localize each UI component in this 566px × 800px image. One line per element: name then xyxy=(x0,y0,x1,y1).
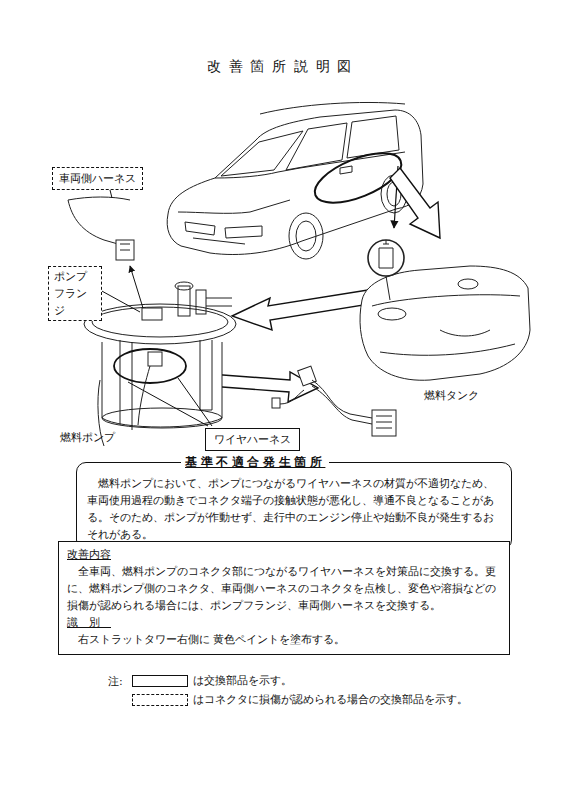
fuel-tank-drawing-stroke xyxy=(386,276,390,300)
car-drawing-stroke xyxy=(289,213,323,259)
highlight-ellipse xyxy=(308,143,408,228)
page-title: 改善箇所説明図 xyxy=(0,58,566,76)
fuel-tank-drawing xyxy=(360,240,530,380)
box-text: 全車両、燃料ポンプのコネクタ部につながるワイヤハーネスを対策品に交換する。更に、… xyxy=(67,563,501,614)
legend-row: はコネクタに損傷が認められる場合の交換部品を示す。 xyxy=(132,692,468,707)
fuel-pump-drawing-stroke xyxy=(175,282,193,290)
leader-line-stroke xyxy=(130,266,143,308)
fuel-tank-drawing-stroke xyxy=(379,240,393,268)
car-drawing-stroke xyxy=(225,226,262,238)
fuel-pump-drawing-stroke xyxy=(196,290,206,314)
leader-line-stroke xyxy=(178,378,212,426)
car-drawing-stroke xyxy=(193,238,245,244)
fuel-pump-drawing xyxy=(84,282,236,446)
car-drawing-stroke xyxy=(286,123,347,170)
fuel-pump-drawing-stroke xyxy=(92,307,228,337)
legend-row: は交換部品を示す。 xyxy=(132,673,292,688)
fuel-pump-drawing-stroke xyxy=(138,366,150,425)
vehicle-harness-drawing-stroke xyxy=(120,244,130,250)
vehicle-harness-drawing-stroke xyxy=(116,240,134,260)
legend-sample xyxy=(132,675,188,687)
fuel-tank-drawing-stroke xyxy=(372,295,520,306)
hollow-arrow-stroke xyxy=(390,168,440,238)
wire-harness-drawing-stroke xyxy=(312,380,372,418)
wire-harness-drawing-stroke xyxy=(312,386,372,424)
fuel-tank-drawing-stroke xyxy=(440,330,490,336)
highlight-ellipse xyxy=(114,349,186,383)
car-drawing-stroke xyxy=(340,166,352,174)
part-name: 燃料ポンプ xyxy=(60,430,115,445)
wire-harness-drawing xyxy=(272,366,396,436)
wire-harness-drawing-stroke xyxy=(372,410,396,436)
wire-harness-drawing-stroke xyxy=(376,416,392,428)
car-drawing-stroke xyxy=(296,221,316,251)
fuel-tank-drawing-stroke xyxy=(380,344,515,355)
part-label-box: 車両側ハーネス xyxy=(52,167,143,190)
box-heading: 基準不適合発生箇所 xyxy=(181,453,329,472)
part-label-box: ポンプ フランジ xyxy=(48,266,102,321)
wire-harness-drawing-stroke xyxy=(272,398,280,408)
fuel-pump-drawing-stroke xyxy=(142,308,162,320)
highlight-ellipse-stroke xyxy=(114,349,186,383)
defect-box: 基準不適合発生箇所燃料ポンプにおいて、ポンプにつながるワイヤハーネスの材質が不適… xyxy=(76,462,512,550)
vehicle-harness-drawing xyxy=(68,197,134,260)
car-drawing-stroke xyxy=(185,222,215,235)
fuel-pump-drawing-stroke xyxy=(200,340,212,410)
remedy-box: 改善内容全車両、燃料ポンプのコネクタ部につながるワイヤハーネスを対策品に交換する… xyxy=(58,541,510,655)
box-heading: ポンプ フランジ xyxy=(54,268,96,319)
car-drawing-stroke xyxy=(178,200,290,213)
vehicle-harness-drawing-stroke xyxy=(68,197,130,200)
fuel-pump-drawing-stroke xyxy=(206,298,232,306)
fuel-pump-drawing-stroke xyxy=(148,352,162,366)
box-text: 燃料ポンプにおいて、ポンプにつながるワイヤハーネスの材質が不適切なため、車両使用… xyxy=(87,475,501,543)
note-mark: 注: xyxy=(108,674,123,689)
vehicle-harness-drawing-stroke xyxy=(68,200,118,244)
part-label-box: ワイヤハーネス xyxy=(205,428,300,451)
box-text: 識別 xyxy=(67,614,501,631)
car-drawing-stroke xyxy=(215,152,405,178)
legend-text: はコネクタに損傷が認められる場合の交換部品を示す。 xyxy=(193,692,468,707)
hollow-arrow-stroke xyxy=(232,290,370,330)
box-heading: 改善内容 xyxy=(67,546,501,563)
box-text: 右ストラットタワー右側に 黄色ペイントを塗布する。 xyxy=(67,631,501,648)
fuel-tank-drawing-stroke xyxy=(458,279,478,289)
wire-harness-drawing-stroke xyxy=(280,390,304,404)
fuel-tank-drawing-stroke xyxy=(360,266,530,380)
legend-sample xyxy=(132,694,188,706)
part-name: 燃料タンク xyxy=(424,388,479,403)
fuel-tank-drawing-stroke xyxy=(368,240,404,276)
leader-line-stroke xyxy=(100,290,140,312)
box-heading: 車両側ハーネス xyxy=(59,170,136,187)
wire-harness-drawing-stroke xyxy=(298,366,317,386)
fuel-pump-drawing-stroke xyxy=(84,304,236,344)
fuel-tank-drawing-stroke xyxy=(378,308,406,320)
leader-line-stroke xyxy=(110,190,112,198)
car-drawing-stroke xyxy=(167,110,423,255)
car-drawing xyxy=(167,102,423,259)
legend-text: は交換部品を示す。 xyxy=(193,673,292,688)
car-drawing-stroke xyxy=(347,116,399,158)
box-heading: ワイヤハーネス xyxy=(214,431,291,448)
car-drawing-stroke xyxy=(260,102,405,114)
leader-line xyxy=(100,190,212,426)
